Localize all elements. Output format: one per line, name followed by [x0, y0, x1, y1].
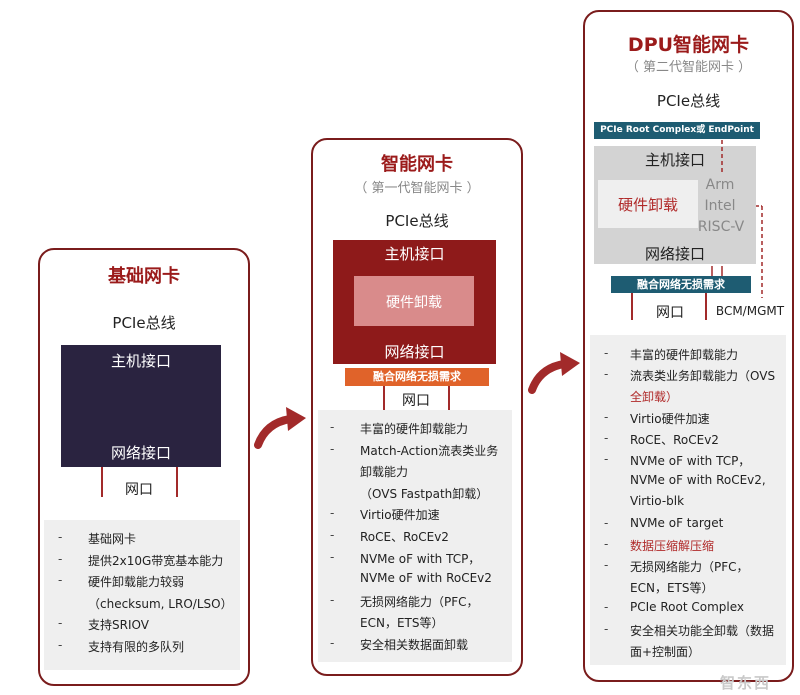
smart-nic-port: 网口 [402, 393, 430, 409]
feature-item: RoCE、RoCEv2 [630, 432, 719, 447]
bullet-dash: - [330, 549, 335, 564]
smart-nic-offload-label: 硬件卸载 [386, 295, 442, 311]
basic-nic-feature-panel [44, 520, 240, 670]
smart-nic-feature-panel [318, 410, 512, 662]
bullet-dash: - [604, 600, 609, 615]
bullet-dash: - [58, 530, 63, 544]
feature-item: 硬件卸载能力较弱 [88, 575, 185, 589]
feature-item: 卸载能力 [360, 465, 409, 480]
feature-item: Virtio硬件加速 [360, 508, 440, 523]
dpu-nic-bus-label: PCIe总线 [656, 92, 721, 110]
feature-item: 提供2x10G带宽基本能力 [88, 553, 224, 568]
smart-nic-subtitle: （ 第一代智能网卡 ） [354, 181, 480, 196]
smart-nic-offload-box [354, 276, 474, 326]
bullet-dash: - [604, 515, 609, 530]
feature-item: NVMe oF with RoCEv2, [630, 473, 766, 488]
bullet-dash: - [58, 551, 63, 566]
dpu-nic-pcie-bar: PCIe Root Complex或 EndPoint [594, 122, 760, 139]
feature-item: 安全相关功能全卸载（数据 [630, 623, 775, 638]
feature-item: Virtio-blk [630, 494, 685, 509]
dpu-nic-connection-lines [631, 140, 763, 320]
basic-nic-network-interface: 网络接口 [110, 444, 171, 462]
bullet-dash: - [604, 452, 609, 466]
smart-nic-title: 智能网卡 [381, 154, 453, 175]
arrow-right-icon [254, 407, 306, 449]
bullet-dash: - [604, 430, 609, 445]
dpu-nic-host-interface: 主机接口 [644, 151, 705, 169]
bullet-dash: - [604, 621, 609, 636]
basic-nic-chip [61, 345, 221, 467]
bullet-dash: - [330, 592, 335, 607]
bullet-dash: - [604, 367, 609, 382]
feature-item: （checksum, LRO/LSO） [88, 596, 233, 611]
bullet-dash: - [604, 536, 609, 551]
dpu-nic-subtitle: （ 第二代智能网卡 ） [625, 60, 752, 75]
basic-nic-title: 基础网卡 [108, 266, 180, 287]
arrow-right-icon [528, 352, 580, 394]
feature-item: 数据压缩解压缩 [630, 538, 715, 553]
dpu-nic-offload-box [598, 180, 698, 228]
feature-item: 流表类业务卸载能力（OVS [630, 369, 776, 384]
feature-item: 面+控制面） [630, 644, 701, 659]
feature-item: 安全相关数据面卸载 [360, 638, 469, 652]
smart-nic-network-interface: 网络接口 [384, 343, 445, 361]
feature-item: ECN，ETS等） [630, 581, 714, 596]
watermark: 智东西 [720, 674, 772, 692]
basic-nic-host-interface: 主机接口 [110, 352, 171, 370]
smart-nic-port-line-left [383, 386, 385, 410]
bullet-dash: - [330, 528, 335, 542]
bullet-dash: - [330, 441, 335, 456]
smart-nic-host-interface: 主机接口 [384, 245, 445, 263]
smart-nic-port-line-right [448, 386, 450, 410]
bullet-dash: - [604, 409, 609, 424]
feature-item: ECN，ETS等） [360, 616, 444, 631]
dpu-nic-fusion-bar: 融合网络无损需求 [611, 276, 751, 293]
dpu-nic-title: DPU智能网卡 [627, 34, 750, 56]
bullet-dash: - [58, 616, 63, 630]
dpu-nic-cpu-arm: Arm [705, 177, 735, 193]
smart-nic-fusion-bar: 融合网络无损需求 [345, 368, 489, 386]
feature-item: NVMe oF with RoCEv2 [360, 571, 492, 586]
bullet-dash: - [330, 506, 335, 521]
feature-item: NVMe oF with TCP， [630, 454, 751, 468]
feature-item: 丰富的硬件卸载能力 [630, 348, 739, 362]
bullet-dash: - [604, 346, 609, 360]
dpu-nic-port: 网口 [656, 305, 684, 321]
bullet-dash: - [330, 420, 335, 434]
basic-nic-port: 网口 [125, 482, 153, 498]
feature-item: 无损网络能力（PFC， [630, 560, 749, 574]
smart-nic-bus-label: PCIe总线 [385, 212, 449, 230]
basic-nic-port-line-left [101, 467, 103, 497]
feature-item: （OVS Fastpath卸载） [360, 486, 489, 501]
dpu-nic-offload-label: 硬件卸载 [617, 196, 678, 214]
dpu-nic-cpu-intel: Intel [704, 198, 736, 214]
feature-item: Match-Action流表类业务 [360, 443, 499, 458]
basic-nic-bus-label: PCIe总线 [112, 314, 176, 332]
feature-item: Virtio硬件加速 [630, 411, 710, 426]
bullet-dash: - [58, 573, 63, 587]
dpu-nic-feature-panel [590, 335, 786, 665]
bullet-dash: - [604, 558, 609, 572]
feature-item: NVMe oF with TCP， [360, 551, 481, 566]
feature-item: 支持有限的多队列 [88, 639, 185, 654]
basic-nic-port-line-right [176, 467, 178, 497]
feature-item: 支持SRIOV [88, 618, 149, 632]
feature-item: RoCE、RoCEv2 [360, 530, 449, 544]
dpu-nic-network-interface: 网络接口 [644, 245, 705, 263]
feature-item: 无损网络能力（PFC， [360, 594, 479, 609]
feature-item: PCIe Root Complex [630, 600, 744, 615]
dpu-nic-mgmt: BCM/MGMT [715, 304, 785, 318]
feature-item: 全卸载） [630, 390, 679, 405]
feature-item: 丰富的硬件卸载能力 [360, 422, 469, 436]
bullet-dash: - [58, 637, 63, 652]
feature-item: NVMe oF target [630, 515, 724, 530]
dpu-nic-cpu-riscv: RISC-V [697, 219, 745, 235]
feature-item: 基础网卡 [88, 532, 137, 546]
bullet-dash: - [330, 636, 335, 650]
